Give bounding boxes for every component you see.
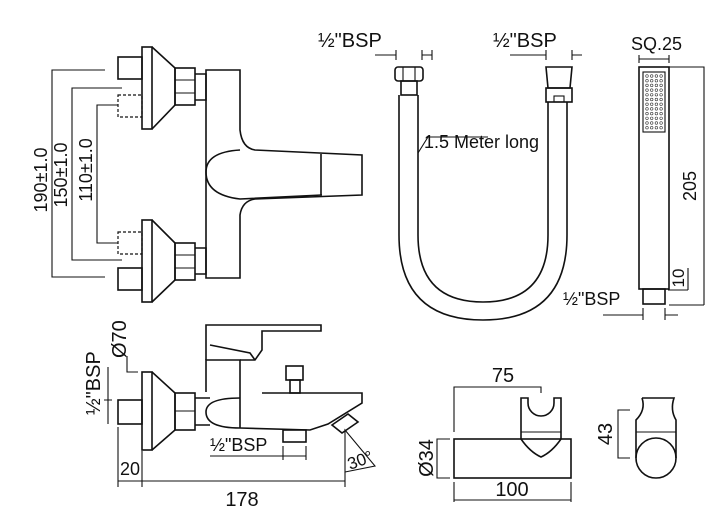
hose-left-thread-label: ½"BSP bbox=[318, 30, 382, 52]
spray-nozzle-dot bbox=[659, 74, 663, 78]
spray-nozzle-dot bbox=[650, 93, 654, 97]
spray-nozzle-dot bbox=[650, 83, 654, 87]
spray-nozzle-dot bbox=[654, 116, 659, 120]
spray-nozzle-dot bbox=[645, 79, 649, 83]
holder-diameter-label: Ø34 bbox=[416, 439, 438, 477]
shower-width-label: SQ.25 bbox=[631, 34, 682, 54]
spray-nozzle-dot bbox=[650, 74, 654, 78]
hose-drawing: ½"BSP ½"BSP 1.5 Meter long bbox=[318, 30, 582, 321]
hose-right-thread-label: ½"BSP bbox=[493, 30, 557, 52]
mixer-top-view: 190±1.0 150±1.0 110±1.0 bbox=[31, 46, 363, 303]
shower-connector-length-label: 10 bbox=[669, 269, 688, 288]
spray-nozzle-dot bbox=[650, 102, 654, 106]
spray-nozzle-dot bbox=[654, 126, 659, 130]
spray-nozzle-grid bbox=[645, 74, 663, 130]
holder-height-label: 43 bbox=[595, 423, 617, 445]
spray-nozzle-dot bbox=[654, 102, 659, 106]
hand-shower-drawing: SQ.25 205 10 ½"BSP bbox=[563, 34, 705, 320]
spray-nozzle-dot bbox=[654, 79, 659, 83]
spray-nozzle-dot bbox=[650, 107, 654, 111]
spray-nozzle-dot bbox=[645, 88, 649, 92]
spray-nozzle-dot bbox=[645, 116, 649, 120]
spray-nozzle-dot bbox=[654, 88, 659, 92]
spray-nozzle-dot bbox=[659, 83, 663, 87]
spray-nozzle-dot bbox=[654, 121, 659, 125]
mixer-side-view: 30° ½"BSP Ø70 ½"BSP 20 178 bbox=[83, 320, 377, 511]
dim-150-label: 150±1.0 bbox=[51, 143, 71, 208]
spray-nozzle-dot bbox=[659, 97, 663, 102]
spray-nozzle-dot bbox=[654, 83, 659, 87]
spray-nozzle-dot bbox=[659, 121, 663, 125]
shower-length-label: 205 bbox=[680, 171, 700, 201]
spray-nozzle-dot bbox=[654, 74, 659, 78]
spray-nozzle-dot bbox=[659, 93, 663, 97]
spray-nozzle-dot bbox=[645, 83, 649, 87]
length-label: 178 bbox=[225, 489, 258, 511]
shower-thread-label: ½"BSP bbox=[563, 289, 620, 309]
spray-nozzle-dot bbox=[645, 102, 649, 106]
outlet-thread-label: ½"BSP bbox=[210, 435, 267, 455]
offset-label: 20 bbox=[120, 459, 140, 479]
spray-nozzle-dot bbox=[645, 74, 649, 78]
spray-nozzle-dot bbox=[650, 116, 654, 120]
holder-depth-label: 75 bbox=[492, 365, 514, 387]
dim-110-label: 110±1.0 bbox=[76, 138, 96, 202]
spray-nozzle-dot bbox=[659, 126, 663, 130]
inlet-thread-label: ½"BSP bbox=[83, 351, 105, 415]
hose-length-label: 1.5 Meter long bbox=[424, 132, 539, 152]
flange-diameter-label: Ø70 bbox=[109, 320, 131, 358]
angle-label: 30° bbox=[345, 447, 376, 474]
dim-190-label: 190±1.0 bbox=[31, 148, 51, 213]
holder-length-label: 100 bbox=[495, 479, 528, 501]
spray-nozzle-dot bbox=[645, 93, 649, 97]
spray-nozzle-dot bbox=[650, 88, 654, 92]
spray-nozzle-dot bbox=[645, 126, 649, 130]
spray-nozzle-dot bbox=[659, 102, 663, 106]
spray-nozzle-dot bbox=[654, 111, 659, 116]
spray-nozzle-dot bbox=[650, 111, 654, 116]
spray-nozzle-dot bbox=[659, 88, 663, 92]
spray-nozzle-dot bbox=[659, 107, 663, 111]
spray-nozzle-dot bbox=[645, 107, 649, 111]
spray-nozzle-dot bbox=[645, 97, 649, 102]
spray-nozzle-dot bbox=[650, 79, 654, 83]
spray-nozzle-dot bbox=[650, 121, 654, 125]
spray-nozzle-dot bbox=[645, 111, 649, 116]
spray-nozzle-dot bbox=[659, 116, 663, 120]
spray-nozzle-dot bbox=[645, 121, 649, 125]
spray-nozzle-dot bbox=[650, 97, 654, 102]
spray-nozzle-dot bbox=[654, 107, 659, 111]
spray-nozzle-dot bbox=[659, 79, 663, 83]
spray-nozzle-dot bbox=[654, 97, 659, 102]
spray-nozzle-dot bbox=[650, 126, 654, 130]
spray-nozzle-dot bbox=[654, 93, 659, 97]
spray-nozzle-dot bbox=[659, 111, 663, 116]
shower-holder-drawing: 75 Ø34 100 43 bbox=[416, 365, 677, 502]
